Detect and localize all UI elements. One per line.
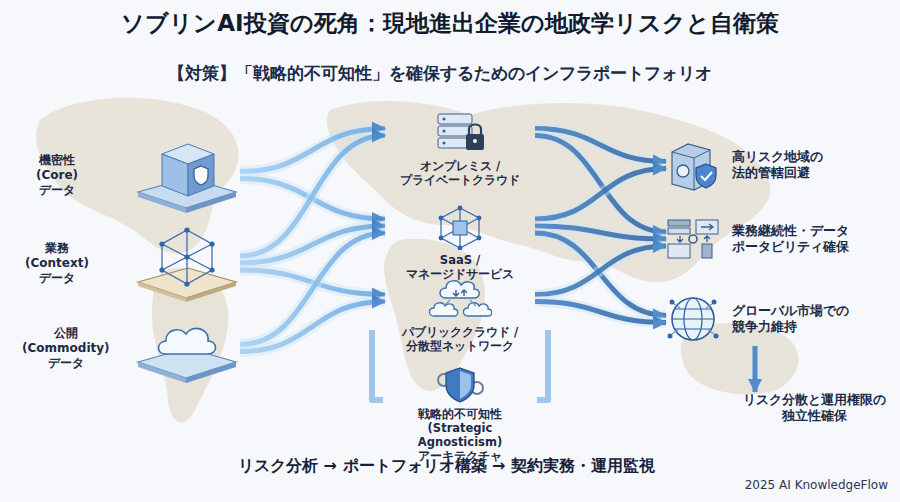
node-icon [130,310,240,386]
infra-box: オンプレミス / プライベートクラウド [385,110,535,187]
process-steps: リスク分析 → ポートフォリオ構築 → 契約実務・運用監視 [238,456,655,477]
node-icon [130,134,240,216]
node-label: リスク分散と運用権限の 独立性確保 [743,392,886,424]
node-label: パブリッククラウド / 分散型ネットワーク [385,325,535,353]
node-icon [666,216,720,262]
flow-arrow [240,302,385,352]
node-label: 高リスク地域の 法的管轄回避 [732,149,823,181]
infra-box: パブリッククラウド / 分散型ネットワーク [385,276,535,353]
data-class-box: 業務 (Context) データ [18,222,240,304]
node-icon [434,204,486,250]
node-label: 機密性 (Core) データ [18,153,92,198]
node-label: グローバル市場での 競争力維持 [732,303,849,335]
node-label: 公開 (Commodity) データ [18,326,110,371]
title: ソブリンAI投資の死角：現地進出企業の地政学リスクと自衛策 [0,8,900,39]
data-class-box: 機密性 (Core) データ [18,134,240,216]
node-label: 業務 (Context) データ [18,241,92,286]
infra-box: SaaS / マネージドサービス [385,204,535,281]
outcome-box: 高リスク地域の 法的管轄回避 [666,138,894,192]
flow-band [535,169,666,220]
flow-band [535,136,666,233]
flow-band [750,346,761,392]
flow-band [240,302,385,352]
flow-arrow [753,346,758,392]
flow-band [535,302,666,323]
caption: 【対策】「戦略的不可知性」を確保するためのインフラポートフォリオ [0,62,880,85]
node-label: 戦略的不可知性 (Strategic Agnosticism) アーキテクチャ [393,407,527,463]
outcome-box: グローバル市場での 競争力維持 [666,292,894,346]
flow-band [535,246,666,295]
flow-arrow [535,246,666,295]
result-box: リスク分散と運用権限の 独立性確保 [735,392,893,424]
node-label: SaaS / マネージドサービス [385,253,535,281]
node-icon [130,222,240,304]
node-icon [666,292,720,346]
node-label: 業務継続性・データ ポータビリティ確保 [732,223,849,255]
flow-arrow [535,302,666,323]
node-icon [432,366,488,404]
watermark: 2025 AI KnowledgeFlow [745,478,888,492]
node-label: オンプレミス / プライベートクラウド [385,159,535,187]
outcome-box: 業務継続性・データ ポータビリティ確保 [666,216,894,262]
flow-arrow [535,136,666,233]
data-class-box: 公開 (Commodity) データ [18,310,240,386]
node-icon [666,138,720,192]
node-icon [432,110,488,156]
node-icon [428,276,492,322]
infra-box: 戦略的不可知性 (Strategic Agnosticism) アーキテクチャ [385,366,535,463]
flow-arrow [535,169,666,220]
